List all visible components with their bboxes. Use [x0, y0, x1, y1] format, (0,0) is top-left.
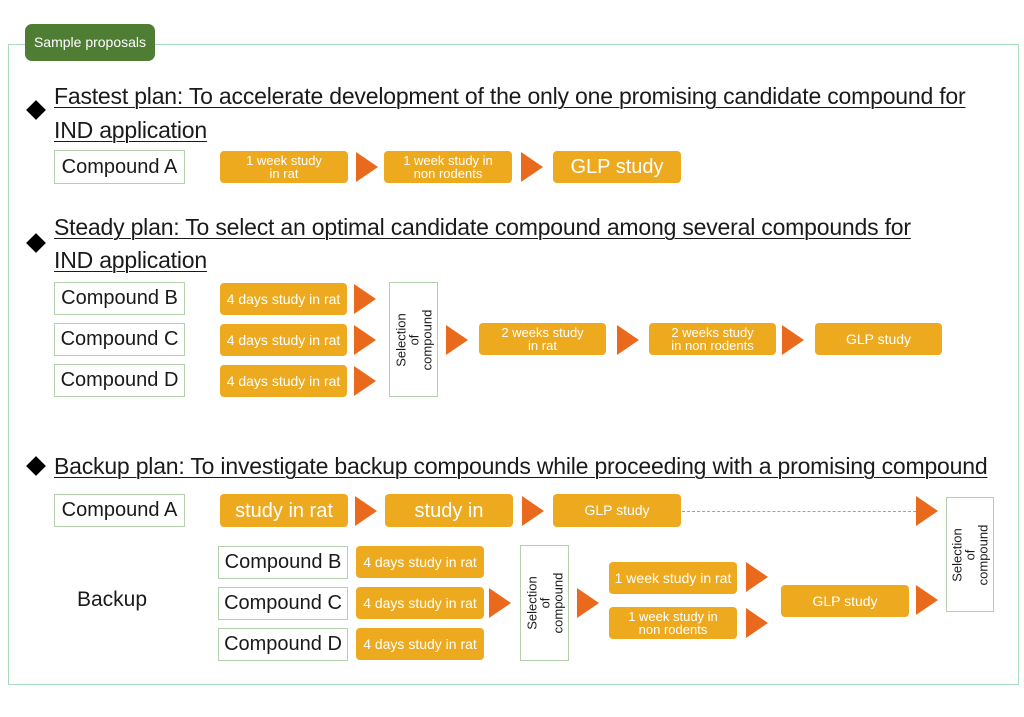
- step-1-week-rat: 1 week study in rat: [220, 151, 348, 183]
- compound-b-box: Compound B: [54, 282, 185, 315]
- arrow-right-icon: [354, 325, 376, 355]
- final-selection-of-compound-box: Selection of compound: [946, 497, 994, 612]
- arrow-right-icon: [746, 562, 768, 592]
- dashed-timeline-line: [682, 511, 916, 512]
- step-4-days-rat: 4 days study in rat: [220, 324, 347, 356]
- arrow-right-icon: [577, 588, 599, 618]
- arrow-right-icon: [522, 496, 544, 526]
- steady-plan-heading-line2: IND application: [54, 247, 207, 273]
- step-2-weeks-non-rodents: 2 weeks study in non rodents: [649, 323, 776, 355]
- fastest-plan-heading-line2: IND application: [54, 117, 207, 143]
- arrow-right-icon: [521, 152, 543, 182]
- arrow-right-icon: [489, 588, 511, 618]
- arrow-right-icon: [354, 366, 376, 396]
- proposals-frame: [8, 44, 1019, 685]
- arrow-right-icon: [916, 585, 938, 615]
- arrow-right-icon: [782, 325, 804, 355]
- arrow-right-icon: [746, 608, 768, 638]
- steady-plan-heading-line1: Steady plan: To select an optimal candid…: [54, 214, 911, 240]
- compound-c-box: Compound C: [218, 587, 348, 620]
- compound-d-box: Compound D: [54, 364, 185, 397]
- arrow-right-icon: [354, 284, 376, 314]
- step-glp-study: GLP study: [553, 151, 681, 183]
- step-1-week-non-rodents: 1 week study in non rodents: [384, 151, 512, 183]
- step-glp-study: GLP study: [781, 585, 909, 617]
- selection-label: Selection of compound: [393, 309, 434, 370]
- selection-of-compound-box: Selection of compound: [520, 545, 569, 661]
- fastest-plan-heading-line1: Fastest plan: To accelerate development …: [54, 83, 966, 109]
- step-2-weeks-rat: 2 weeks study in rat: [479, 323, 606, 355]
- step-1-week-non-rodents: 1 week study in non rodents: [609, 607, 737, 639]
- compound-b-box: Compound B: [218, 546, 348, 579]
- selection-label: Selection of compound: [524, 572, 565, 634]
- step-4-days-rat: 4 days study in rat: [220, 283, 347, 315]
- arrow-right-icon: [617, 325, 639, 355]
- arrow-right-icon: [446, 325, 468, 355]
- step-4-days-rat: 4 days study in rat: [356, 587, 484, 619]
- step-4-days-rat: 4 days study in rat: [356, 546, 484, 578]
- compound-d-box: Compound D: [218, 628, 348, 661]
- backup-plan-heading: Backup plan: To investigate backup compo…: [54, 453, 988, 479]
- selection-of-compound-box: Selection of compound: [389, 282, 438, 397]
- step-study-in: study in: [385, 494, 513, 527]
- compound-a-box: Compound A: [54, 150, 185, 184]
- step-glp-study: GLP study: [815, 323, 942, 355]
- sample-proposals-tab: Sample proposals: [25, 24, 155, 61]
- step-1-week-rat: 1 week study in rat: [609, 562, 737, 594]
- step-4-days-rat: 4 days study in rat: [220, 365, 347, 397]
- backup-label: Backup: [77, 588, 148, 611]
- step-glp-study: GLP study: [553, 494, 681, 527]
- selection-label: Selection of compound: [949, 524, 991, 585]
- compound-c-box: Compound C: [54, 323, 185, 356]
- compound-a-box: Compound A: [54, 494, 185, 527]
- arrow-right-icon: [356, 152, 378, 182]
- arrow-right-icon: [916, 496, 938, 526]
- step-study-in-rat: study in rat: [220, 494, 348, 527]
- arrow-right-icon: [355, 496, 377, 526]
- step-4-days-rat: 4 days study in rat: [356, 628, 484, 660]
